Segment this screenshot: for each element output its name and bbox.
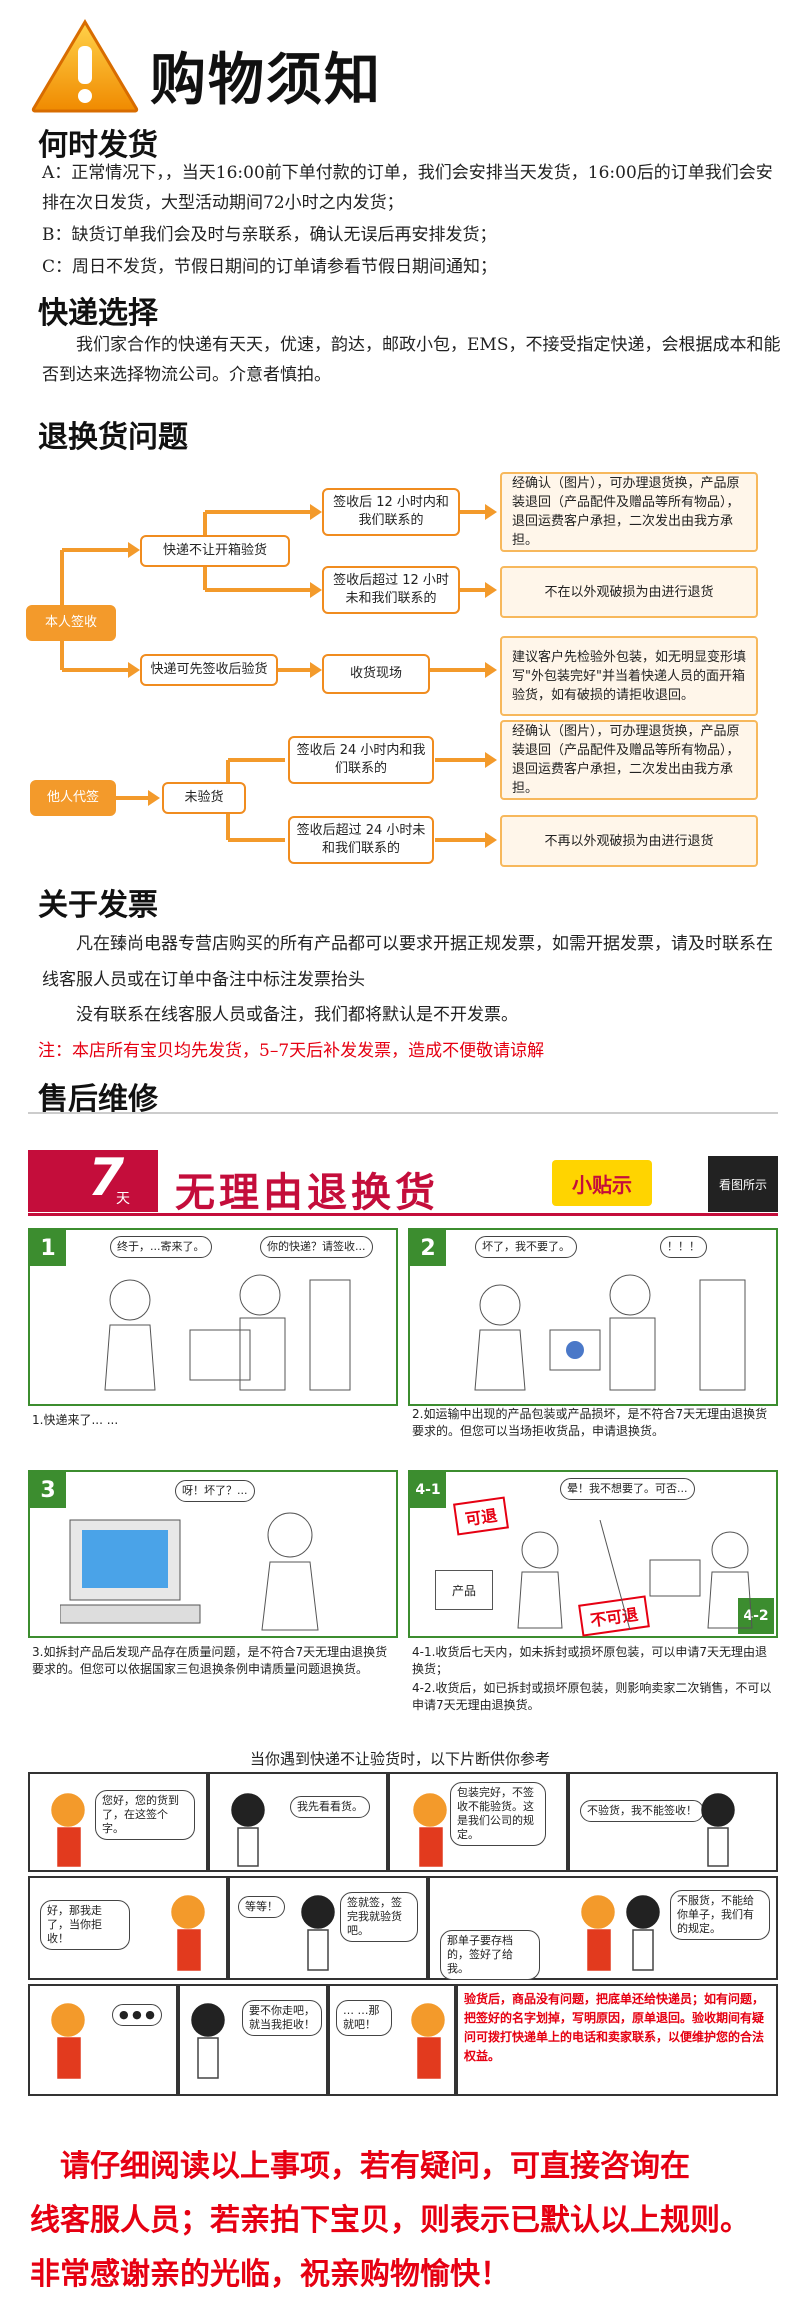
panel3-caption: 3.如拆封产品后发现产品存在质量问题，是不符合7天无理由退换货要求的。但您可以依… <box>32 1645 388 1676</box>
strip-bubble-1-2: 我先看看货。 <box>290 1796 370 1818</box>
strip-bubble-3-2: 要不你走吧，就当我拒收！ <box>242 2000 322 2036</box>
flow-within-12h: 签收后 12 小时内和我们联系的 <box>322 488 460 536</box>
page-title: 购物须知 <box>150 47 382 113</box>
strip-bubble-3-3: … …那就吧！ <box>336 2000 392 2036</box>
strip-bubble-2-3: 签就签，签完我就验货吧。 <box>340 1892 418 1942</box>
warning-icon <box>31 19 139 113</box>
strip-bubble-2-4: 那单子要存档的，签好了给我。 <box>440 1930 540 1980</box>
panel3-bubble-1: 呀！坏了？... <box>175 1480 255 1502</box>
strip-advice: 验货后，商品没有问题，把底单还给快递员；如有问题，把签好的名字划掉，写明原因，原… <box>464 1992 765 2063</box>
banner-red-block <box>28 1150 158 1212</box>
flow-over-12h: 签收后超过 12 小时未和我们联系的 <box>322 566 460 614</box>
returns-flow-arrows <box>60 504 497 848</box>
panel-number-3: 3 <box>30 1472 66 1508</box>
flow-result-no-2: 不再以外观破损为由进行退货 <box>500 815 758 867</box>
courier-text: 我们家合作的快递有天天，优速，韵达，邮政小包，EMS，不接受指定快递，会根据成本… <box>42 335 781 385</box>
flow-onsite: 收货现场 <box>322 654 430 694</box>
shipping-rule-c: C：周日不发货，节假日期间的订单请参看节假日期间通知； <box>42 257 498 277</box>
panel-number-1: 1 <box>30 1230 66 1266</box>
closing-line-3: 非常感谢亲的光临，祝亲购物愉快！ <box>30 2257 510 2292</box>
flow-no-open: 快递不让开箱验货 <box>140 535 290 567</box>
courier-heading: 快递选择 <box>38 296 158 331</box>
panel-number-2: 2 <box>410 1230 446 1266</box>
flow-result-ok-2: 经确认（图片），可办理退货换，产品原装退回（产品配件及赠品等所有物品），退回运费… <box>500 720 758 800</box>
banner-days: 7 <box>88 1148 125 1208</box>
product-box: 产品 <box>435 1570 493 1610</box>
panel1-caption: 1.快递来了... ... <box>32 1413 119 1427</box>
flow-within-24h: 签收后 24 小时内和我们联系的 <box>288 736 434 784</box>
strip-figures <box>51 1793 735 2079</box>
closing-line-2: 线客服人员；若亲拍下宝贝，则表示已默认以上规则。 <box>30 2203 750 2238</box>
strip-bubble-1-1: 您好，您的货到了，在这签个字。 <box>95 1790 195 1840</box>
look-badge: 看图所示 <box>708 1156 778 1212</box>
strip-bubble-2-1: 好，那我走了，当你拒收！ <box>40 1900 130 1950</box>
panel4-caption-1: 4-1.收货后七天内，如未拆封或损坏原包装，可以申请7天无理由退换货； <box>412 1645 768 1676</box>
panel2-caption: 2.如运输中出现的产品包装或产品损坏，是不符合7天无理由退换货要求的。但您可以当… <box>412 1407 768 1438</box>
panel2-bubble-1: 坏了，我不要了。 <box>475 1236 577 1258</box>
banner-day-unit: 天 <box>116 1191 130 1207</box>
strip-cell-3-1 <box>28 1984 178 2096</box>
divider <box>28 1112 778 1114</box>
flow-unchecked: 未验货 <box>162 782 246 814</box>
panel1-bubble-1: 终于，...寄来了。 <box>110 1236 212 1258</box>
tips-badge: 小贴示 <box>552 1160 652 1206</box>
panel4-bubble-1: 晕！我不想要了。可否... <box>560 1478 695 1500</box>
invoice-note: 注：本店所有宝贝均先发货，5–7天后补发发票，造成不便敬请谅解 <box>38 1041 545 1061</box>
invoice-heading: 关于发票 <box>38 888 158 923</box>
strip-bubble-1-4: 不验货，我不能签收！ <box>580 1800 704 1822</box>
panel1-bubble-2: 你的快递？请签收... <box>260 1236 373 1258</box>
flow-self-sign: 本人签收 <box>26 605 116 641</box>
panel1-illustration <box>104 1274 351 1391</box>
flow-can-open: 快递可先签收后验货 <box>140 654 278 686</box>
closing-line-1: 请仔细阅读以上事项，若有疑问，可直接咨询在 <box>60 2149 690 2184</box>
flow-over-24h: 签收后超过 24 小时未和我们联系的 <box>288 816 434 864</box>
panel2-bubble-2: ！！！ <box>660 1236 707 1258</box>
banner-text: 无理由退换货 <box>175 1170 439 1216</box>
flow-result-ok: 经确认（图片），可办理退货换，产品原装退回（产品配件及赠品等所有物品），退回运费… <box>500 472 758 552</box>
strip-bubble-2-5: 不服货，不能给你单子，我们有的规定。 <box>670 1890 770 1940</box>
shipping-heading: 何时发货 <box>38 128 158 163</box>
shipping-rule-b: B：缺货订单我们会及时与亲联系，确认无误后再安排发货； <box>42 225 497 245</box>
strip-cell-1-4 <box>568 1772 778 1872</box>
panel-number-4-1: 4-1 <box>410 1472 446 1508</box>
strip-bubble-3-1: ● ● ● <box>112 2004 162 2026</box>
flow-result-no: 不在以外观破损为由进行退货 <box>500 566 758 618</box>
comic-panel-2 <box>408 1228 778 1406</box>
aftersale-heading: 售后维修 <box>38 1082 158 1117</box>
flow-proxy-sign: 他人代签 <box>30 780 116 816</box>
shipping-rule-a: A：正常情况下，，当天16:00前下单付款的订单，我们会安排当天发货，16:00… <box>42 163 773 213</box>
panel2-illustration <box>474 1274 746 1391</box>
strip-title: 当你遇到快递不让验货时，以下片断供你参考 <box>249 1750 550 1768</box>
strip-bubble-2-2: 等等！ <box>238 1896 285 1918</box>
invoice-text-1: 凡在臻尚电器专营店购买的所有产品都可以要求开据正规发票，如需开据发票，请及时联系… <box>42 934 773 990</box>
panel3-illustration <box>60 1512 319 1631</box>
strip-bubble-1-3: 包装完好，不签收不能验货。这是我们公司的规定。 <box>450 1782 546 1846</box>
returns-heading: 退换货问题 <box>38 420 188 455</box>
strip-cell-3-4 <box>456 1984 778 2096</box>
panel4-illustration <box>517 1520 753 1630</box>
panel4-caption-2: 4-2.收货后，如已拆封或损坏原包装，则影响卖家二次销售，不可以申请7天无理由退… <box>412 1681 772 1712</box>
flow-advice: 建议客户先检验外包装，如无明显变形填写"外包装完好"并当着快递人员的面开箱验货，… <box>500 636 758 716</box>
invoice-text-2: 没有联系在线客服人员或备注，我们都将默认是不开发票。 <box>76 1005 518 1025</box>
